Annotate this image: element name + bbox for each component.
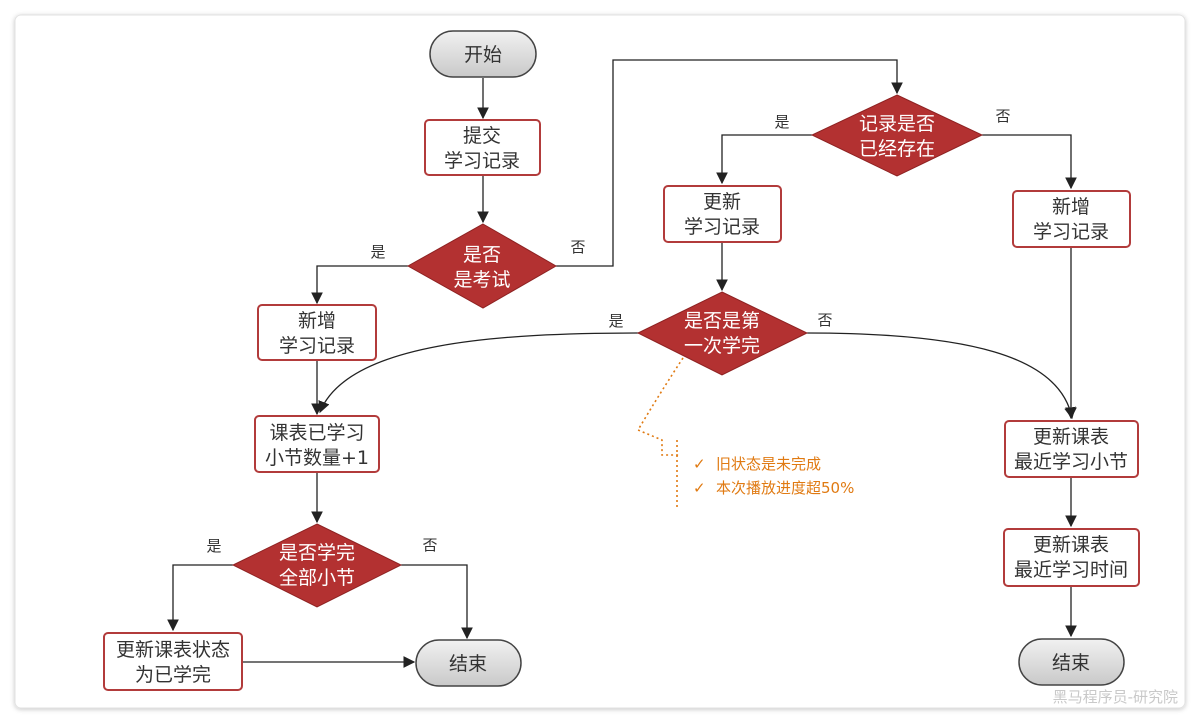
label-no-alldone: 否 [422, 536, 437, 554]
update-line-1: 更新 [703, 191, 741, 213]
edge-exists-yes [716, 134, 812, 185]
node-end-left: 结束 [415, 639, 522, 687]
note-connector [636, 357, 684, 456]
note-item-2: 本次播放进度超50% [716, 479, 854, 497]
add-left-line-2: 学习记录 [279, 335, 355, 357]
label-no-first: 否 [817, 311, 832, 329]
edge-isexam-no [556, 59, 903, 267]
all-done-line-2: 全部小节 [279, 567, 355, 589]
start-label: 开始 [464, 44, 502, 66]
submit-line-1: 提交 [463, 125, 501, 147]
first-line-2: 一次学完 [684, 335, 760, 357]
is-exam-line-1: 是否 [463, 244, 501, 266]
condition-note: ✓ 旧状态是未完成 ✓ 本次播放进度超50% [636, 357, 854, 510]
edge-labels: 是 否 是 否 是 否 是 否 [206, 107, 1010, 555]
all-done-line-1: 是否学完 [279, 542, 355, 564]
edge-first-no [806, 332, 1076, 420]
node-start: 开始 [429, 30, 537, 78]
label-no-exists: 否 [995, 107, 1010, 125]
update-line-2: 学习记录 [684, 216, 760, 238]
node-add-record-right: 新增 学习记录 [1012, 190, 1131, 248]
exists-line-2: 已经存在 [859, 138, 935, 160]
note-item-1: 旧状态是未完成 [716, 455, 821, 473]
add-right-line-1: 新增 [1052, 196, 1090, 218]
status-line-2: 为已学完 [135, 664, 211, 686]
node-end-right: 结束 [1018, 638, 1125, 686]
end-left-label: 结束 [449, 653, 487, 675]
note-check-2: ✓ [693, 479, 706, 497]
edge-isexam-yes [311, 265, 408, 305]
node-lesson-count: 课表已学习 小节数量+1 [254, 415, 380, 473]
exists-line-1: 记录是否 [859, 113, 935, 135]
add-right-line-2: 学习记录 [1033, 221, 1109, 243]
decision-all-done: 是否学完 全部小节 [231, 523, 403, 608]
node-submit-record: 提交 学习记录 [424, 119, 541, 176]
decision-record-exists: 记录是否 已经存在 [810, 94, 984, 177]
node-update-recent-section: 更新课表 最近学习小节 [1004, 420, 1139, 478]
submit-line-2: 学习记录 [444, 150, 520, 172]
label-yes-first: 是 [608, 312, 623, 330]
time-line-2: 最近学习时间 [1014, 559, 1128, 581]
section-line-1: 更新课表 [1033, 426, 1109, 448]
is-exam-line-2: 是考试 [453, 269, 510, 291]
edge-alldone-no [401, 564, 473, 640]
watermark: 黑马程序员-研究院 [1053, 688, 1178, 706]
edge-exists-no [982, 134, 1077, 190]
node-update-record: 更新 学习记录 [663, 185, 782, 243]
node-update-recent-time: 更新课表 最近学习时间 [1003, 528, 1140, 587]
edge-first-yes [318, 332, 642, 414]
section-line-2: 最近学习小节 [1014, 451, 1128, 473]
edge-alldone-yes [167, 564, 233, 632]
first-line-1: 是否是第 [684, 310, 760, 332]
count-line-1: 课表已学习 [269, 422, 364, 444]
note-check-1: ✓ [693, 455, 706, 473]
status-line-1: 更新课表状态 [116, 639, 230, 661]
label-no-isexam: 否 [570, 238, 585, 256]
decision-first-done: 是否是第 一次学完 [636, 291, 809, 376]
node-update-status: 更新课表状态 为已学完 [103, 632, 243, 691]
count-line-2: 小节数量+1 [265, 447, 369, 469]
label-yes-isexam: 是 [370, 243, 385, 261]
edges [167, 59, 1077, 668]
label-yes-exists: 是 [774, 113, 789, 131]
end-right-label: 结束 [1052, 652, 1090, 674]
node-add-record-left: 新增 学习记录 [257, 304, 377, 361]
time-line-1: 更新课表 [1033, 534, 1109, 556]
label-yes-alldone: 是 [206, 537, 221, 555]
add-left-line-1: 新增 [298, 310, 336, 332]
decision-is-exam: 是否 是考试 [406, 223, 558, 309]
